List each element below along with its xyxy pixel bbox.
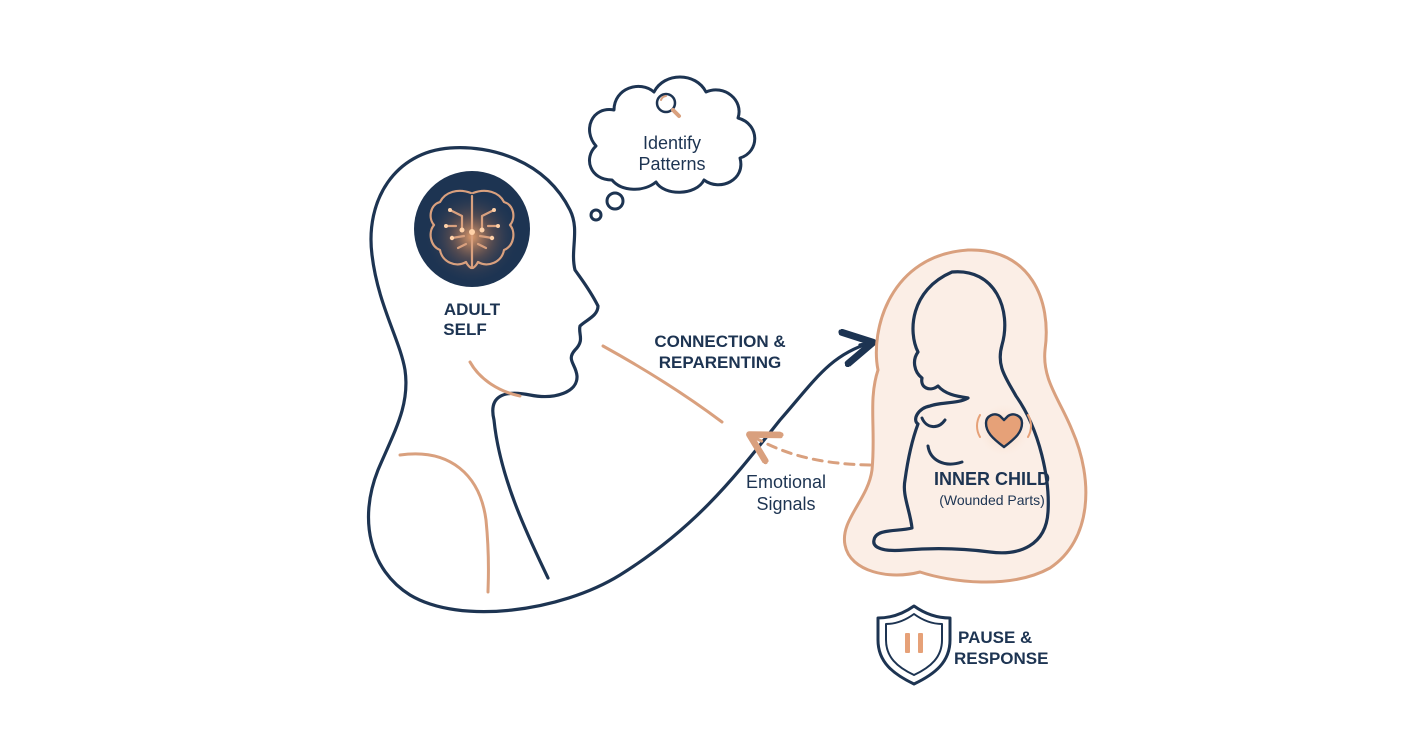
thought-label-line1: Identify bbox=[643, 133, 701, 153]
thought-label-line2: Patterns bbox=[638, 154, 705, 174]
adult-silhouette bbox=[366, 146, 870, 614]
child-label-line2: (Wounded Parts) bbox=[939, 492, 1045, 508]
magnifier-icon bbox=[655, 92, 681, 118]
shield-pause-icon bbox=[876, 604, 952, 686]
signals-label-line1: Emotional bbox=[746, 472, 826, 492]
inner-child-figure: INNER CHILD (Wounded Parts) bbox=[842, 248, 1088, 584]
brain-circuit-icon bbox=[414, 171, 530, 287]
thought-bubble: Identify Patterns bbox=[588, 75, 757, 222]
connection-label-line1: CONNECTION & bbox=[654, 332, 785, 351]
pause-label-line2: RESPONSE bbox=[954, 649, 1048, 668]
pause-label-line1: PAUSE & bbox=[958, 628, 1032, 647]
signals-label-line2: Signals bbox=[756, 494, 815, 514]
connection-label-line2: REPARENTING bbox=[659, 353, 781, 372]
connection-arrow bbox=[860, 343, 870, 345]
adult-label-line1: ADULT bbox=[444, 300, 501, 319]
emotional-signals-arrow bbox=[752, 436, 872, 467]
child-label-line1: INNER CHILD bbox=[934, 469, 1050, 489]
heart-icon bbox=[976, 413, 1032, 449]
adult-label-line2: SELF bbox=[443, 320, 486, 339]
